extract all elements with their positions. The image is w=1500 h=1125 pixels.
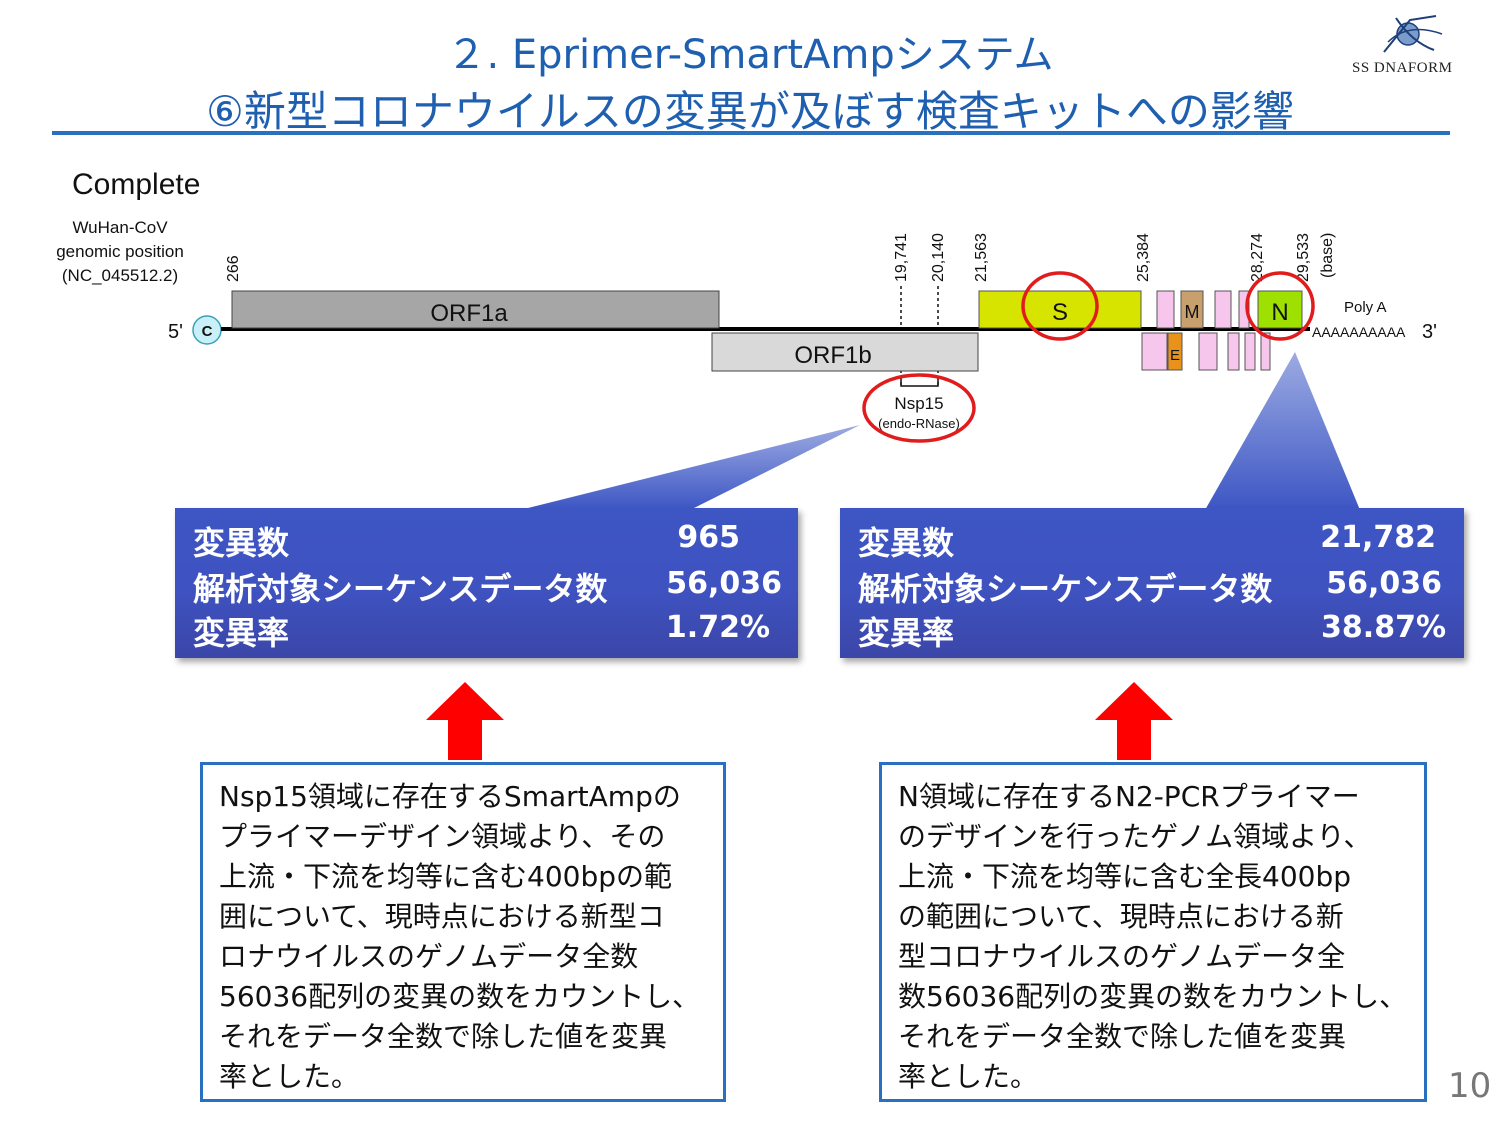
- slide-title: ２. Eprimer-SmartAmpシステム: [446, 32, 1054, 78]
- nsp15-highlight: [862, 373, 976, 443]
- note-line: 囲について、現時点における新型コ: [219, 900, 665, 933]
- position-20140: 20,140: [930, 233, 947, 282]
- orf8-block: [1238, 290, 1250, 329]
- label-sequences: 解析対象シーケンスデータ数: [193, 570, 608, 608]
- orf3b-block: [1141, 332, 1168, 371]
- orf1a-label: ORF1a: [430, 300, 508, 327]
- three-prime-label: 3': [1422, 321, 1437, 343]
- note-line: 率とした。: [898, 1060, 1039, 1093]
- label-mutations: 変異数: [193, 524, 290, 562]
- orf1b-label: ORF1b: [794, 342, 871, 369]
- five-prime-label: 5': [168, 321, 183, 343]
- position-unit: (base): [1319, 233, 1336, 278]
- value-rate: 38.87%: [1321, 610, 1446, 645]
- value-sequences: 56,036: [666, 566, 782, 601]
- position-19741: 19,741: [893, 233, 910, 282]
- poly-a-label: Poly A: [1344, 299, 1387, 316]
- e-gene-block: [1167, 332, 1183, 371]
- value-mutations: 21,782: [1320, 520, 1436, 555]
- note-line: 数56036配列の変異の数をカウントし、: [898, 980, 1408, 1013]
- callout-pointers: [520, 352, 1360, 510]
- label-mutations: 変異数: [858, 524, 955, 562]
- nsp15-label: Nsp15: [894, 394, 943, 413]
- cap-label: C: [202, 323, 213, 340]
- poly-a-tail: AAAAAAAAAA: [1312, 324, 1406, 340]
- value-sequences: 56,036: [1326, 566, 1442, 601]
- up-arrow-icon: [426, 682, 504, 760]
- slide-subtitle: ⑥新型コロナウイルスの変異が及ぼす検査キットへの影響: [206, 87, 1294, 136]
- note-line: 上流・下流を均等に含む全長400bp: [898, 860, 1351, 893]
- position-28274: 28,274: [1249, 233, 1266, 282]
- s-gene-block: [978, 290, 1142, 329]
- note-line: N領域に存在するN2-PCRプライマー: [898, 780, 1360, 813]
- orf9b-block: [1244, 332, 1256, 371]
- note-line: ロナウイルスのゲノムデータ全数: [219, 940, 639, 973]
- orf10-block: [1260, 332, 1271, 371]
- right-callout-pointer: [1205, 352, 1360, 510]
- position-21563: 21,563: [973, 233, 990, 282]
- n-gene-label: N: [1271, 299, 1288, 326]
- note-line: 型コロナウイルスのゲノムデータ全: [898, 940, 1346, 973]
- note-n: N領域に存在するN2-PCRプライマー のデザインを行ったゲノム領域より、 上流…: [879, 762, 1427, 1102]
- nsp15-sublabel: (endo-RNase): [878, 416, 960, 431]
- up-arrow-icon: [1095, 682, 1173, 760]
- note-nsp15: Nsp15領域に存在するSmartAmpの プライマーデザイン領域より、その 上…: [200, 762, 726, 1102]
- m-gene-block: [1180, 290, 1204, 329]
- e-gene-label: E: [1170, 347, 1180, 364]
- note-line: それをデータ全数で除した値を変異: [219, 1020, 668, 1053]
- stats-box-n: 変異数 21,782 解析対象シーケンスデータ数 56,036 変異率 38.8…: [840, 508, 1464, 658]
- note-line: 上流・下流を均等に含む400bpの範: [219, 860, 672, 893]
- n-highlight: [1245, 271, 1315, 341]
- orf6-block: [1214, 290, 1232, 329]
- label-rate: 変異率: [193, 614, 290, 652]
- genome-map: WuHan-CoV genomic position (NC_045512.2)…: [56, 218, 1437, 443]
- value-mutations: 965: [677, 520, 740, 555]
- n-gene-block: [1257, 290, 1303, 329]
- orf7a-block: [1198, 332, 1218, 371]
- section-label: Complete: [72, 168, 201, 201]
- logo-text: SS DNAFORM: [1352, 60, 1453, 76]
- page-number: 10: [1448, 1066, 1492, 1106]
- note-line: の範囲について、現時点における新: [898, 900, 1344, 933]
- position-label-line1: WuHan-CoV: [72, 218, 168, 237]
- orf3a-block: [1156, 290, 1175, 329]
- note-line: それをデータ全数で除した値を変異: [898, 1020, 1347, 1053]
- m-gene-label: M: [1185, 302, 1200, 322]
- s-gene-label: S: [1052, 299, 1068, 326]
- position-25384: 25,384: [1135, 233, 1152, 282]
- note-line: 率とした。: [219, 1060, 360, 1093]
- note-line: Nsp15領域に存在するSmartAmpの: [219, 780, 681, 813]
- position-29533: 29,533: [1295, 233, 1312, 282]
- orf1a-block: [231, 290, 720, 329]
- note-line: のデザインを行ったゲノム領域より、: [898, 820, 1372, 853]
- position-266: 266: [225, 255, 242, 282]
- stats-box-nsp15: 変異数 965 解析対象シーケンスデータ数 56,036 変異率 1.72%: [175, 508, 798, 658]
- s-highlight: [1021, 271, 1099, 341]
- value-rate: 1.72%: [665, 610, 770, 645]
- note-line: 56036配列の変異の数をカウントし、: [219, 980, 701, 1013]
- dnaform-logo-icon: [1383, 15, 1443, 53]
- label-rate: 変異率: [858, 614, 955, 652]
- note-line: プライマーデザイン領域より、その: [219, 820, 666, 853]
- title-underline: [52, 131, 1450, 135]
- left-callout-pointer: [520, 425, 860, 510]
- position-label-line3: (NC_045512.2): [62, 266, 178, 285]
- orf1b-block: [711, 332, 979, 372]
- orf7b-block: [1227, 332, 1240, 371]
- position-label-line2: genomic position: [56, 242, 184, 261]
- label-sequences: 解析対象シーケンスデータ数: [858, 570, 1273, 608]
